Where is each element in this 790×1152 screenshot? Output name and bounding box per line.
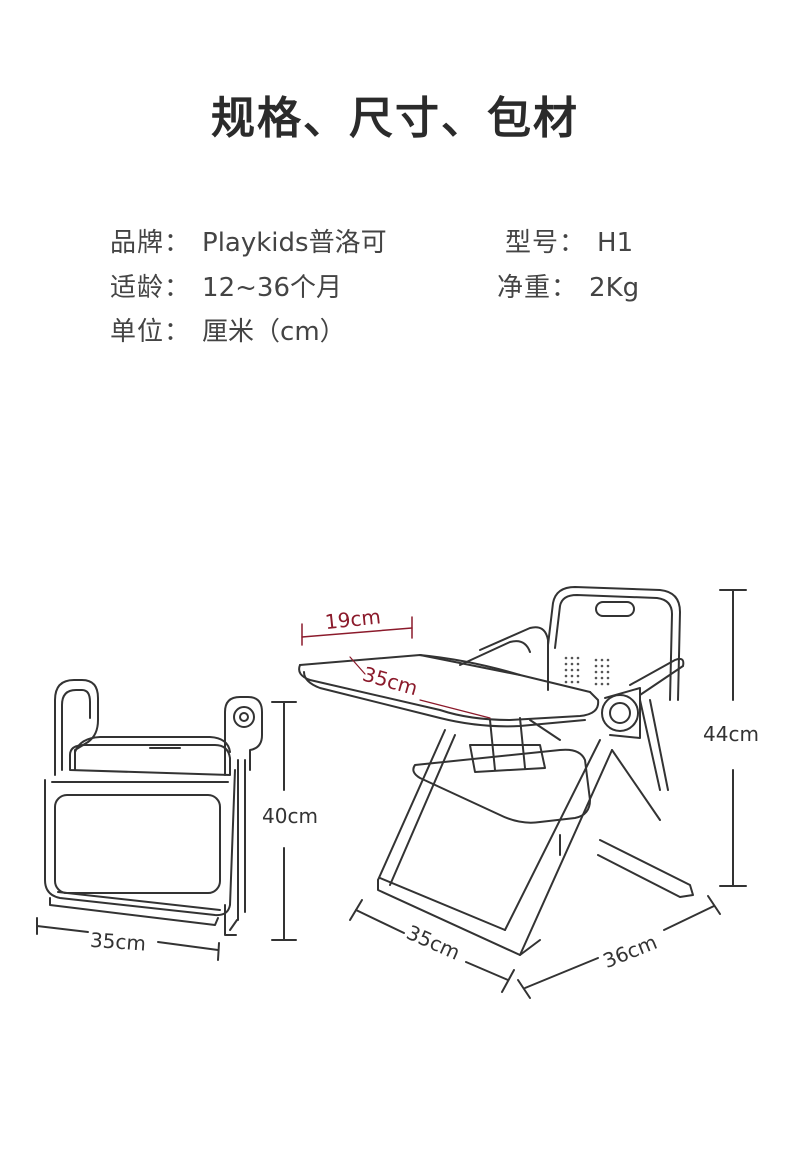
spec-brand-value: Playkids普洛可 (202, 228, 387, 258)
high-chair-illustration (298, 586, 694, 956)
tray-depth-label: 19cm (324, 604, 382, 634)
spec-brand: 品牌： Playkids普洛可 (110, 222, 387, 259)
folded-width-label: 35cm (89, 928, 146, 956)
chair-height-dimension-line (719, 589, 747, 887)
tray-width-dimension-line (349, 656, 491, 719)
spec-unit-label: 单位 (110, 317, 165, 347)
spec-brand-label: 品牌 (110, 228, 165, 258)
spec-weight-label: 净重 (497, 273, 552, 303)
tray-depth-dimension-line (301, 616, 413, 646)
folded-height-dimension-line (271, 701, 297, 941)
spec-model-value: H1 (597, 228, 634, 258)
backrest-mesh-pattern (564, 656, 610, 686)
spec-unit-value: 厘米（cm） (202, 317, 346, 347)
page-title: 规格、尺寸、包材 (211, 93, 579, 144)
spec-age-value: 12~36个月 (202, 273, 342, 303)
spec-unit-sep: ： (164, 317, 191, 347)
folded-width-dimension-line (36, 917, 220, 961)
spec-weight-sep: ： (551, 273, 578, 303)
spec-unit: 单位： 厘米（cm） (110, 311, 346, 348)
spec-age-label: 适龄 (110, 273, 165, 303)
folded-height-label: 40cm (262, 804, 318, 828)
spec-brand-sep: ： (164, 228, 191, 258)
spec-model: 型号： H1 (505, 222, 633, 259)
chair-depth-dimension-line (517, 895, 721, 999)
chair-width-label: 35cm (403, 920, 464, 965)
chair-height-label: 44cm (703, 722, 759, 746)
spec-age: 适龄： 12~36个月 (110, 267, 342, 304)
chair-depth-label: 36cm (600, 930, 661, 973)
spec-model-sep: ： (559, 228, 586, 258)
spec-model-label: 型号 (505, 228, 560, 258)
folded-chair-illustration (44, 679, 263, 936)
spec-weight-value: 2Kg (589, 273, 640, 303)
chair-width-dimension-line (349, 899, 515, 993)
spec-weight: 净重： 2Kg (497, 267, 639, 304)
spec-age-sep: ： (164, 273, 191, 303)
